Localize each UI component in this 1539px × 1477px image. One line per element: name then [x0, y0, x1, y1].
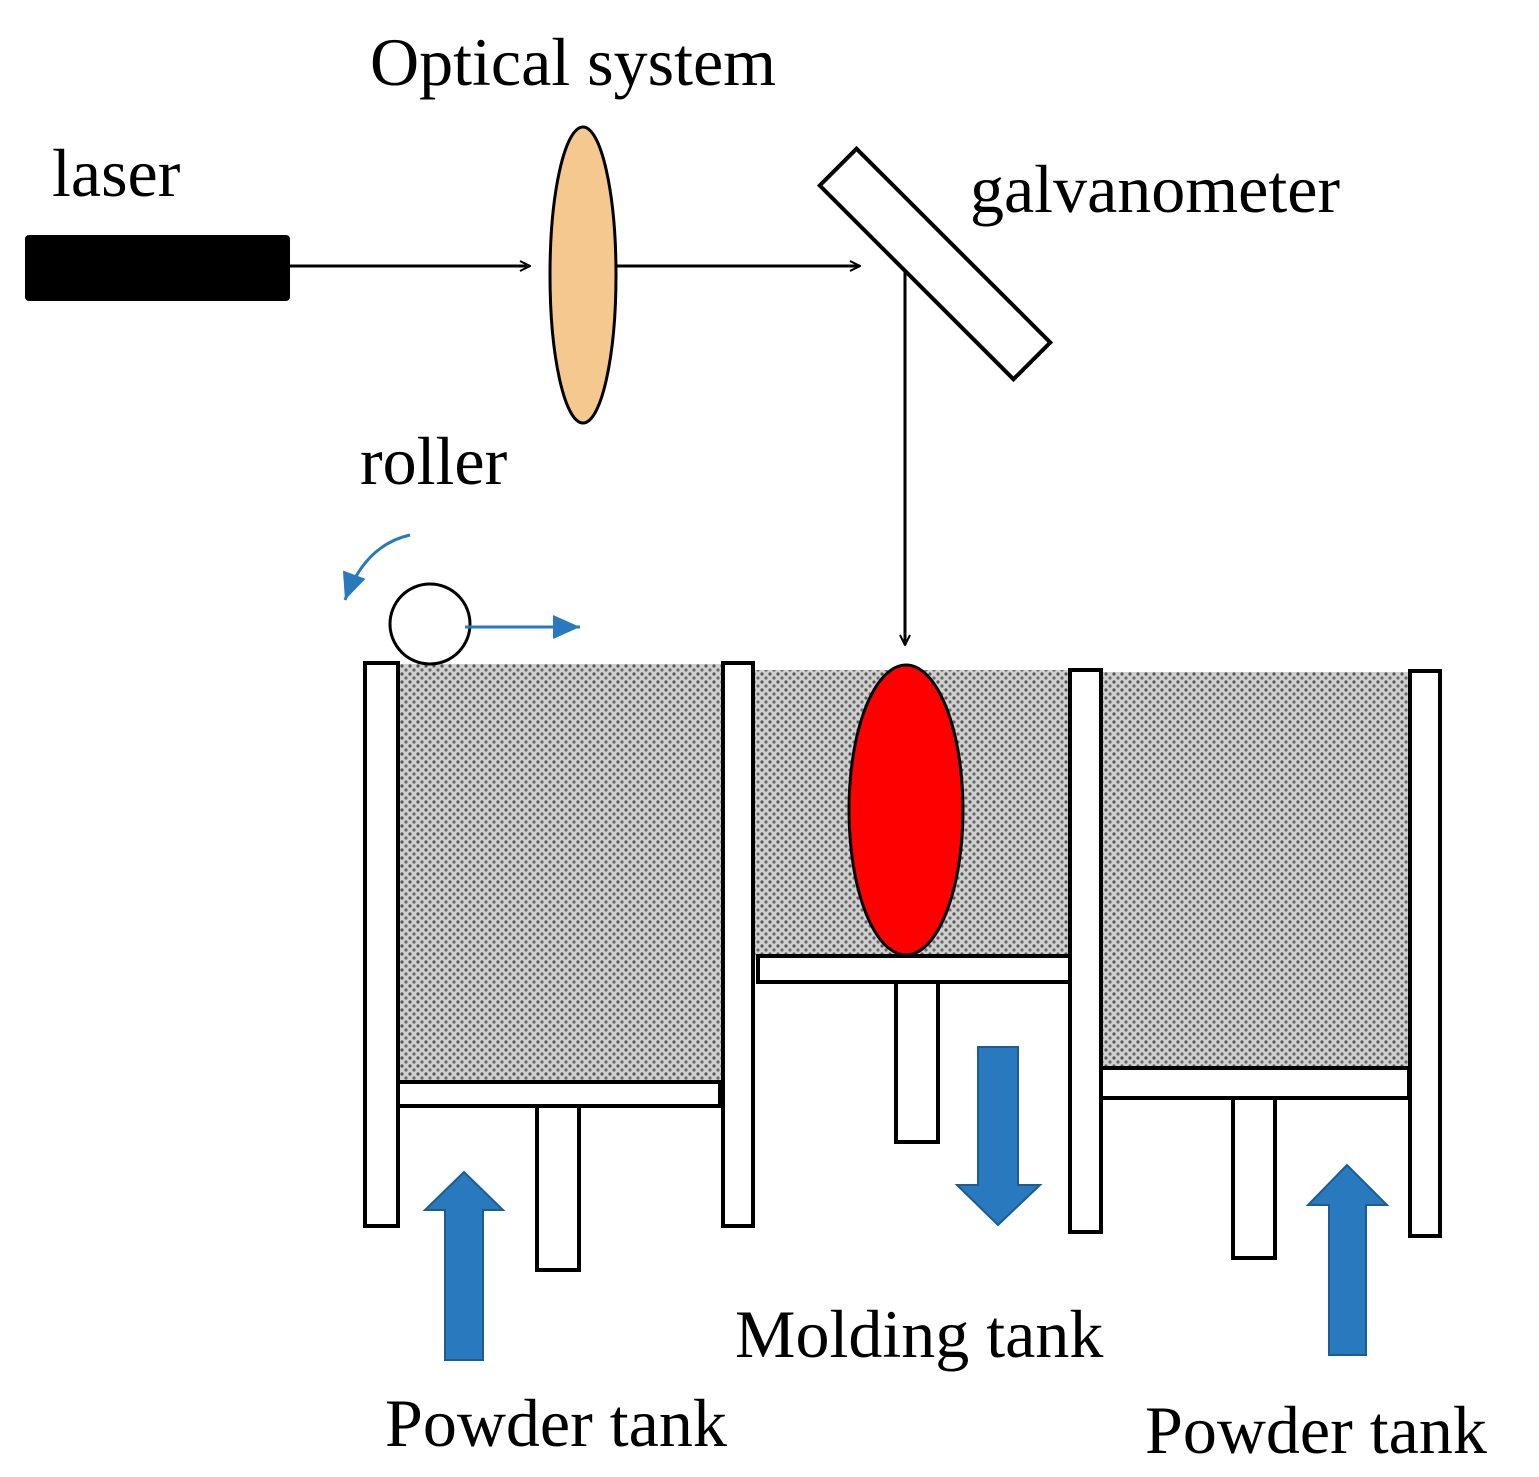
right-platform	[1099, 1066, 1411, 1100]
galvanometer-mirror-icon	[816, 145, 1054, 383]
right-piston-rod	[1231, 1096, 1277, 1260]
rotation-arrow-icon	[342, 533, 411, 601]
right-up-arrow-icon	[1305, 1163, 1390, 1356]
left-up-arrow-icon	[422, 1170, 506, 1361]
powder-left	[398, 664, 722, 1082]
middle-platform	[756, 954, 1072, 984]
right-tank-outer-wall	[1408, 669, 1442, 1238]
left-platform	[396, 1080, 722, 1108]
label-powder-tank-left: Powder tank	[385, 1385, 727, 1461]
molded-part	[847, 663, 965, 957]
label-molding-tank: Molding tank	[735, 1296, 1103, 1372]
label-roller: roller	[360, 423, 508, 499]
left-tank-inner-wall	[721, 661, 755, 1228]
lens-icon	[548, 125, 618, 425]
right-tank-inner-wall	[1068, 668, 1103, 1234]
label-galvanometer: galvanometer	[970, 151, 1340, 227]
left-piston-rod	[535, 1104, 581, 1272]
roller-icon	[388, 582, 472, 666]
middle-down-arrow-icon	[954, 1046, 1043, 1227]
laser-icon	[25, 235, 290, 301]
label-optical-system: Optical system	[370, 24, 776, 100]
middle-piston-rod	[894, 980, 940, 1144]
left-tank-outer-wall	[363, 661, 400, 1228]
label-powder-tank-right: Powder tank	[1145, 1392, 1487, 1468]
powder-right	[1102, 672, 1414, 1070]
label-laser: laser	[52, 135, 181, 211]
